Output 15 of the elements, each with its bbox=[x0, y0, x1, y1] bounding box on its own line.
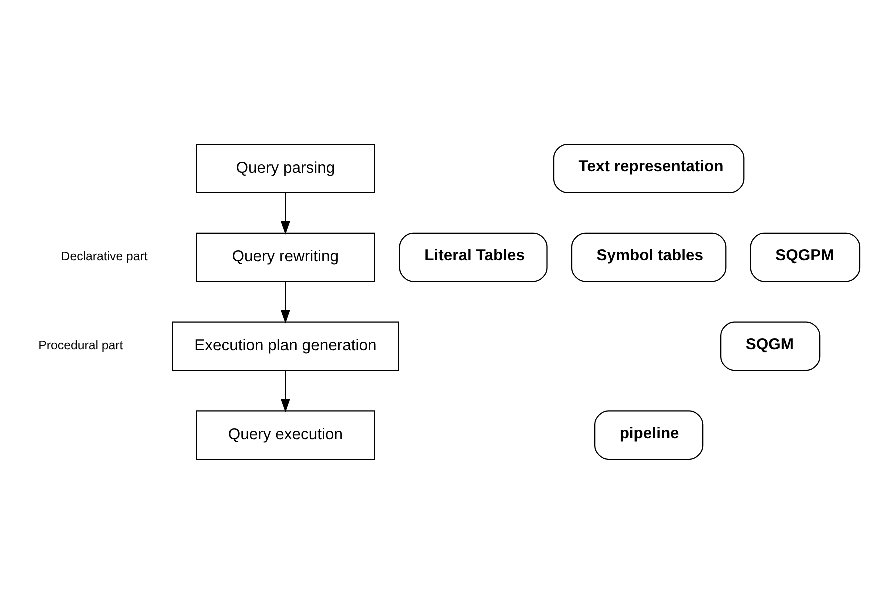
node-box: Query execution bbox=[196, 410, 375, 460]
node-box: pipeline bbox=[594, 410, 704, 460]
node-box: Execution plan generation bbox=[172, 322, 399, 372]
node-box: Symbol tables bbox=[570, 232, 726, 282]
node-box: SQGPM bbox=[750, 232, 860, 282]
arrow bbox=[280, 370, 290, 413]
arrow bbox=[280, 282, 290, 324]
node-box: Query rewriting bbox=[196, 232, 375, 282]
node-box: Query parsing bbox=[196, 144, 375, 194]
label: Declarative part bbox=[60, 250, 148, 264]
node-box: Literal Tables bbox=[398, 232, 548, 282]
arrow bbox=[280, 193, 290, 235]
node-box: Text representation bbox=[552, 144, 744, 194]
label: Procedural part bbox=[38, 338, 123, 353]
node-box: SQGM bbox=[720, 322, 820, 372]
